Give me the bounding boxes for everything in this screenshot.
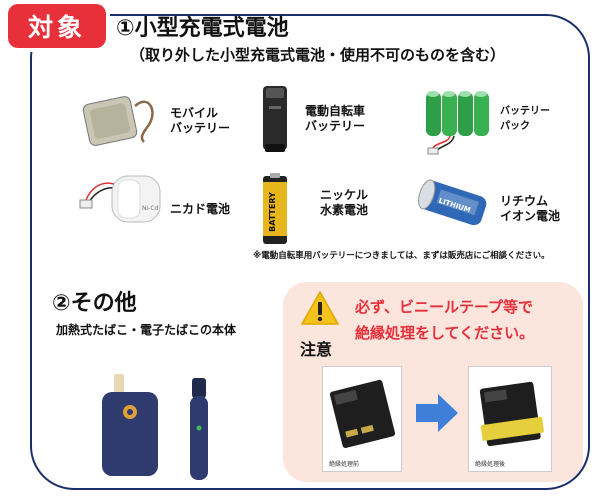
photo-before-insulation: 絶縁処理前 bbox=[322, 366, 402, 472]
nimh-battery-icon: BATTERY bbox=[263, 173, 287, 244]
section2-title: ②その他 bbox=[52, 291, 137, 316]
item-label-ebike-battery: 電動自転車 バッテリー bbox=[305, 104, 366, 133]
nicd-battery-icon: Ni-Cd bbox=[79, 175, 161, 223]
ebike-battery-note: ※電動自転車用バッテリーにつきましては、まずは販売店にご相談ください。 bbox=[253, 251, 550, 261]
section1-title: ①小型充電式電池 bbox=[116, 16, 289, 41]
battery-before-image bbox=[329, 379, 396, 448]
target-badge: 対象 bbox=[8, 4, 106, 48]
warning-icon bbox=[301, 291, 339, 325]
heated-tobacco-device-icon bbox=[102, 374, 158, 476]
ebike-battery-icon bbox=[263, 86, 287, 152]
item-label-nimh-battery: ニッケル 水素電池 bbox=[320, 188, 369, 217]
mobile-battery-icon bbox=[82, 96, 154, 146]
arrow-right-icon bbox=[416, 394, 458, 432]
e-cigarette-device-icon bbox=[190, 378, 208, 480]
caption-before: 絶縁処理前 bbox=[329, 461, 360, 468]
nimh-battery-marking: BATTERY bbox=[268, 192, 277, 232]
battery-pack-icon bbox=[426, 91, 489, 155]
lithium-ion-battery-icon: LITHIUM bbox=[418, 179, 487, 226]
battery-after-image bbox=[479, 381, 544, 447]
caption-after: 絶縁処理後 bbox=[475, 461, 506, 468]
caution-label: 注意 bbox=[300, 340, 333, 359]
item-label-mobile-battery: モバイル バッテリー bbox=[170, 106, 231, 135]
item-label-battery-pack: バッテリー パック bbox=[500, 106, 550, 132]
caution-message: 必ず、ビニールテープ等で 絶縁処理をしてください。 bbox=[355, 298, 535, 342]
section2-subtitle: 加熱式たばこ・電子たばこの本体 bbox=[56, 323, 237, 337]
item-label-nicd-battery: ニカド電池 bbox=[170, 202, 231, 216]
section1-subtitle: （取り外した小型充電式電池・使用不可のものを含む） bbox=[130, 46, 506, 64]
item-label-lithium-ion-battery: リチウム イオン電池 bbox=[500, 194, 561, 223]
nicd-battery-marking: Ni-Cd bbox=[142, 205, 159, 212]
photo-after-insulation: 絶縁処理後 bbox=[468, 366, 552, 472]
